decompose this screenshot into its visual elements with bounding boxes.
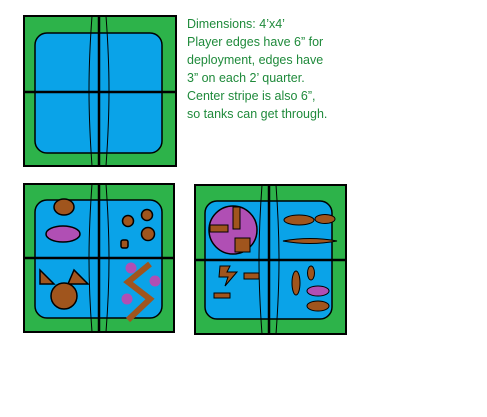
note-line-quarter: 3” on each 2’ quarter.: [187, 71, 305, 85]
brown-oval-icon: [314, 214, 336, 224]
brown-bar-icon: [243, 272, 260, 280]
board-terrain-b: [194, 184, 347, 335]
lightning-rock-icon: [218, 265, 239, 287]
note-line-player-edges: Player edges have 6” for: [187, 35, 324, 49]
board-empty-layout: [23, 15, 177, 167]
center-stripe-left: [88, 15, 93, 167]
note-line-deployment: deployment, edges have: [187, 53, 324, 67]
board-terrain-a: [23, 183, 175, 333]
purple-oval-icon: [306, 285, 330, 297]
brown-block-icon: [234, 237, 251, 253]
small-brown-circle-icon: [140, 208, 154, 222]
small-brown-circle-icon: [140, 226, 156, 242]
center-stripe-right: [105, 15, 110, 167]
brown-oval-icon: [306, 300, 330, 312]
brown-circle-icon: [50, 282, 78, 310]
purple-dot-icon: [149, 275, 161, 287]
center-stripe-left: [88, 183, 93, 333]
brown-block-icon: [209, 224, 229, 233]
brown-oval-icon: [291, 270, 301, 296]
note-line-center-stripe: Center stripe is also 6”,: [187, 89, 316, 103]
brown-oval-icon: [283, 214, 315, 226]
purple-dot-icon: [121, 293, 133, 305]
note-line-dimensions: Dimensions: 4’x4’: [187, 17, 285, 31]
brown-oval-icon: [282, 238, 338, 244]
tiny-brown-circle-icon: [120, 239, 129, 249]
layout-notes: Dimensions: 4’x4’ Player edges have 6” f…: [187, 15, 477, 123]
purple-dot-icon: [125, 262, 137, 274]
brown-oval-icon: [307, 265, 315, 281]
zigzag-wall-icon: [123, 261, 155, 323]
brown-bar-icon: [213, 292, 231, 299]
purple-oval-icon: [45, 225, 81, 243]
brown-triangle-icon: [66, 268, 90, 285]
brown-triangle-icon: [39, 268, 56, 285]
brown-block-icon: [232, 206, 241, 230]
brown-circle-icon: [53, 198, 75, 216]
small-brown-circle-icon: [121, 214, 135, 228]
note-line-tanks: so tanks can get through.: [187, 107, 328, 121]
center-stripe-right: [105, 183, 110, 333]
